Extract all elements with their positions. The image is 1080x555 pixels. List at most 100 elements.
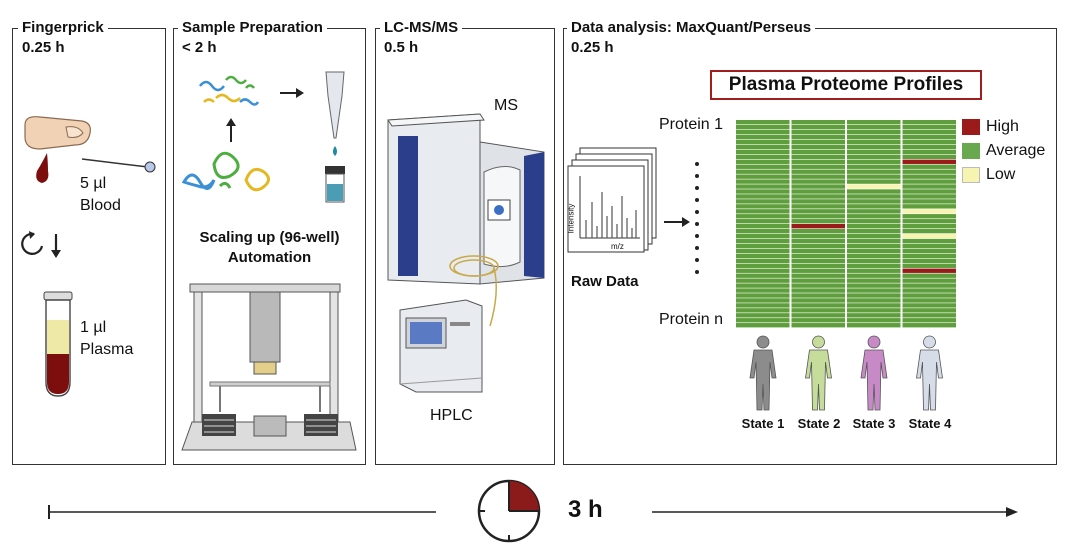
heatmap-cell xyxy=(791,124,845,130)
heatmap-cell xyxy=(847,313,901,318)
heatmap-cell xyxy=(902,159,956,164)
heatmap-cell xyxy=(736,120,790,125)
heatmap-cell xyxy=(847,248,901,254)
protein-last-label: Protein n xyxy=(659,311,724,328)
heatmap-cell xyxy=(847,129,901,135)
heatmap-cell xyxy=(847,263,901,268)
heatmap-cell xyxy=(736,228,790,234)
heatmap-cell xyxy=(791,129,845,135)
heatmap-cell xyxy=(902,204,956,209)
scaling-line-2: Automation xyxy=(227,249,312,266)
heatmap-cell xyxy=(902,174,956,179)
mass-spectrometer xyxy=(387,113,545,285)
heatmap-cell xyxy=(847,298,901,303)
state-figure-2 xyxy=(805,335,832,411)
heatmap-cell xyxy=(736,253,790,259)
sample-prep-title: Sample Preparation xyxy=(178,19,327,36)
heatmap-cell xyxy=(847,293,901,298)
heatmap-cell xyxy=(847,179,901,184)
heatmap-cell xyxy=(736,214,790,219)
heatmap-cell xyxy=(847,308,901,313)
heatmap-cell xyxy=(847,154,901,160)
heatmap-cell xyxy=(902,233,956,239)
heatmap-cell xyxy=(902,124,956,130)
heatmap-cell xyxy=(847,273,901,278)
heatmap-cell xyxy=(791,204,845,209)
heatmap-cell xyxy=(791,313,845,318)
plasma-volume: 1 µl xyxy=(80,319,107,336)
heatmap-cell xyxy=(791,308,845,313)
heatmap-cell xyxy=(847,238,901,244)
fingerprick-title: Fingerprick xyxy=(18,19,108,36)
legend-label-average: Average xyxy=(986,142,1046,159)
heatmap-cell xyxy=(847,288,901,293)
heatmap-cell xyxy=(736,263,790,268)
state-label-4: State 4 xyxy=(908,416,952,431)
heatmap-cell xyxy=(847,189,901,194)
heatmap-cell xyxy=(736,159,790,164)
protein-first-label: Protein 1 xyxy=(659,116,724,133)
heatmap-cell xyxy=(902,243,956,249)
heatmap-cell xyxy=(736,268,790,273)
pipette-vial-icon xyxy=(325,71,345,203)
heatmap-cell xyxy=(736,199,790,204)
heatmap-cell xyxy=(791,298,845,303)
heatmap-cell xyxy=(902,154,956,160)
proteins-icon xyxy=(181,151,270,192)
heatmap-cell xyxy=(791,134,845,140)
heatmap-cell xyxy=(902,129,956,135)
finger-illustration xyxy=(24,116,156,183)
peptides-icon xyxy=(199,75,260,106)
heatmap-cell xyxy=(902,144,956,150)
heatmap-cell xyxy=(902,263,956,268)
heatmap-cell xyxy=(791,154,845,160)
heatmap-cell xyxy=(902,238,956,244)
heatmap-cell xyxy=(902,120,956,125)
heatmap-cell xyxy=(736,169,790,174)
timeline-arrow xyxy=(652,507,1018,517)
heatmap-cell xyxy=(902,318,956,323)
legend-swatch-high xyxy=(962,119,980,135)
heatmap-cell xyxy=(791,283,845,288)
heatmap-cell xyxy=(847,224,901,229)
profile-title: Plasma Proteome Profiles xyxy=(728,74,964,95)
heatmap-cell xyxy=(847,318,901,323)
heatmap-cell xyxy=(847,199,901,204)
heatmap-cell xyxy=(847,204,901,209)
heatmap-cell xyxy=(736,233,790,239)
heatmap-cell xyxy=(847,120,901,125)
state-figure-1 xyxy=(749,335,777,411)
heatmap-cell xyxy=(791,139,845,145)
heatmap-cell xyxy=(791,144,845,150)
heatmap-cell xyxy=(847,164,901,169)
heatmap-cell xyxy=(902,164,956,169)
heatmap xyxy=(736,120,956,328)
heatmap-cell xyxy=(847,124,901,130)
heatmap-cell xyxy=(902,298,956,303)
heatmap-cell xyxy=(736,243,790,249)
heatmap-cell xyxy=(736,124,790,130)
heatmap-cell xyxy=(791,268,845,273)
heatmap-cell xyxy=(902,323,956,328)
heatmap-cell xyxy=(847,219,901,224)
heatmap-cell xyxy=(791,273,845,278)
hplc-instrument xyxy=(399,299,483,393)
panel-lcms xyxy=(375,28,555,465)
heatmap-cell xyxy=(847,253,901,259)
hplc-label: HPLC xyxy=(430,407,473,424)
heatmap-cell xyxy=(791,169,845,174)
state-label-2: State 2 xyxy=(797,416,841,431)
heatmap-cell xyxy=(791,323,845,328)
heatmap-cell xyxy=(791,243,845,249)
heatmap-cell xyxy=(791,179,845,184)
heatmap-cell xyxy=(736,179,790,184)
heatmap-cell xyxy=(791,278,845,283)
heatmap-cell xyxy=(791,219,845,224)
heatmap-cell xyxy=(847,278,901,283)
clock-icon xyxy=(477,479,541,543)
heatmap-cell xyxy=(736,219,790,224)
heatmap-cell xyxy=(847,323,901,328)
heatmap-cell xyxy=(847,258,901,264)
heatmap-cell xyxy=(736,189,790,194)
heatmap-cell xyxy=(791,233,845,239)
